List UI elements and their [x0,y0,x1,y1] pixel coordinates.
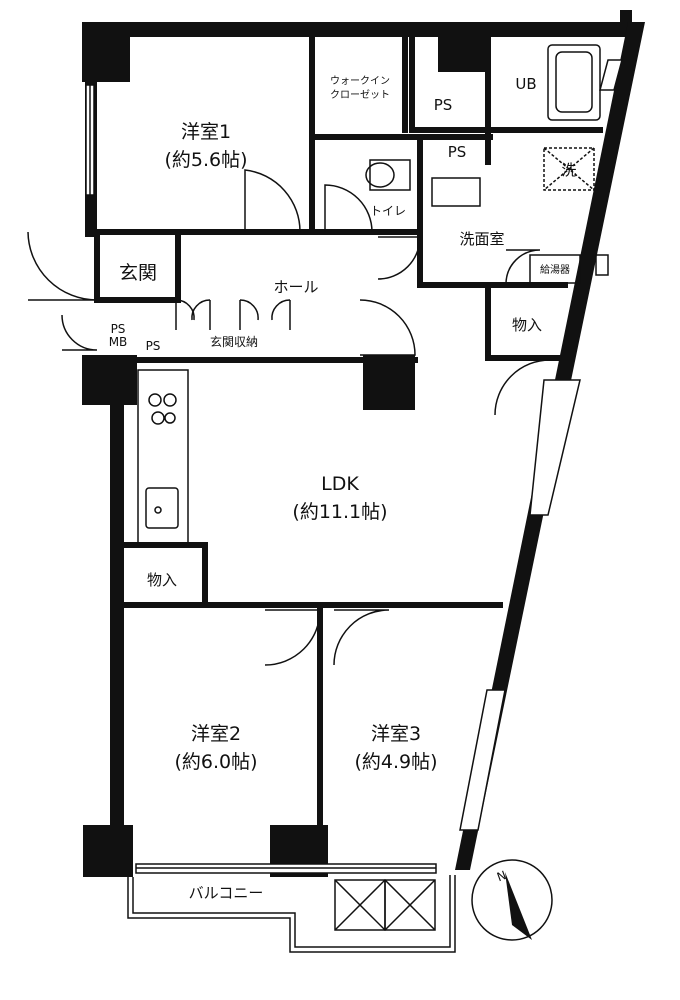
exterior-walls [82,10,632,877]
ps-entrance-label: PS [146,339,161,353]
ps-small-label: PS [448,143,467,161]
stove-burner [164,412,176,424]
storage-right-label: 物入 [512,316,542,334]
balcony [127,875,456,953]
toilet-label: トイレ [370,204,406,218]
washer-label: 洗 [561,161,576,179]
doors [27,169,551,666]
bathtub [547,44,601,121]
kitchen-counter [137,369,189,546]
balcony-label: バルコニー [189,884,264,902]
ldk-size: (約11.1帖) [292,501,387,523]
ps-mb-label-2: MB [109,335,128,349]
stove-burner [148,393,162,407]
ldk-name: LDK [321,473,359,495]
column-bottom-left [83,825,133,877]
western-room-1-size: (約5.6帖) [164,149,247,171]
western-room-2-size: (約6.0帖) [174,751,257,773]
column-mid-right [363,355,415,410]
ps-mb-label-1: PS [111,322,126,336]
walk-in-closet-label-1: ウォークイン [330,75,390,87]
washbasin [431,177,481,207]
column-top-left [82,22,130,82]
fixtures [137,44,609,546]
washer-pan [543,147,595,191]
compass: N [471,859,553,941]
water-heater-box [529,254,581,284]
interior-walls [94,34,603,863]
kitchen-sink [145,487,179,529]
western-room-1-name: 洋室1 [181,121,231,143]
western-room-3-size: (約4.9帖) [354,751,437,773]
stove-burner [163,393,177,407]
column-mid-left [82,355,137,405]
washroom-label: 洗面室 [459,230,504,248]
walk-in-closet-label-2: クローゼット [330,89,390,101]
column-top-right [438,22,488,72]
stove-burner [151,411,165,425]
toilet-fixture [369,159,411,191]
shoe-storage-label: 玄関収納 [210,334,258,349]
water-heater-label: 給湯器 [540,263,570,276]
room-labels: 洋室1 (約5.6帖) ウォークイン クローゼット PS PS UB トイレ 洗… [109,75,577,902]
western-room-2-name: 洋室2 [191,723,241,745]
western-room-3-name: 洋室3 [371,723,421,745]
ps-top-label: PS [434,96,453,114]
hall-label: ホール [273,278,318,296]
storage-kitchen-label: 物入 [147,571,177,589]
compass-needle [505,872,532,940]
entrance-label: 玄関 [119,262,157,284]
ub-label: UB [515,75,536,93]
windows [85,59,623,874]
compass-north-label: N [495,868,508,884]
